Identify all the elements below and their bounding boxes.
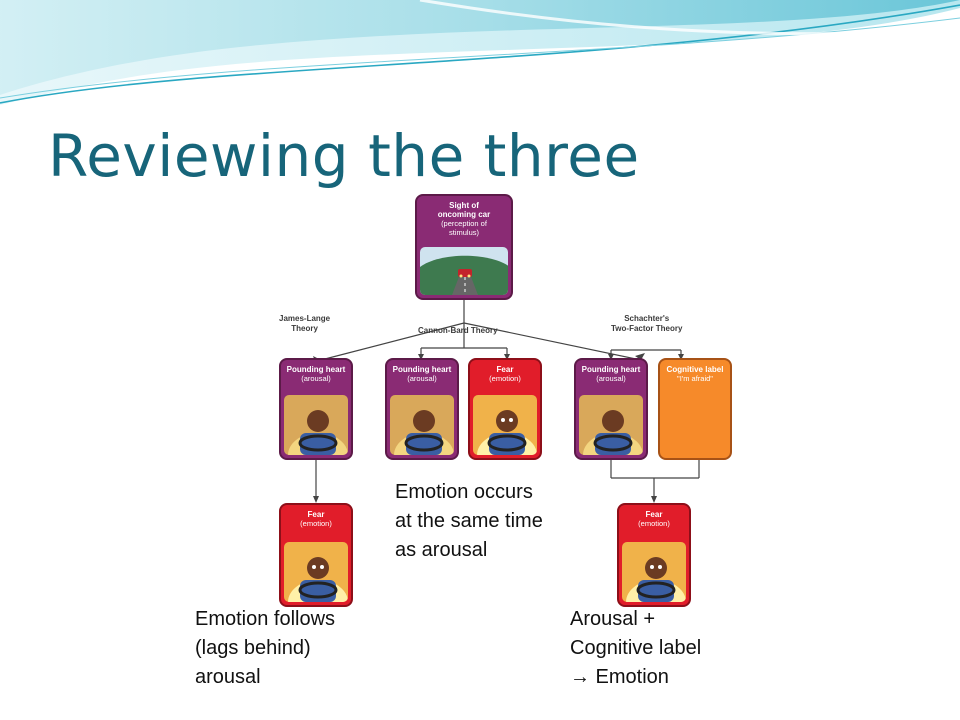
cannon-bard-arousal-card: Pounding heart (arousal) <box>385 358 459 460</box>
card-heading: Fear <box>307 510 325 519</box>
cannon-bard-fear-card: Fear (emotion) <box>468 358 542 460</box>
card-heading: Pounding heart <box>392 365 452 374</box>
james-lange-fear-card: Fear (emotion) <box>279 503 353 607</box>
card-heading: Cognitive label <box>666 365 724 374</box>
card-heading: Fear <box>496 365 514 374</box>
schachter-note: Arousal + Cognitive label → Emotion <box>570 608 702 688</box>
emotion-theories-diagram: Sight of oncoming car (perception of sti… <box>271 190 738 610</box>
card-heading: Pounding heart <box>581 365 641 374</box>
card-subtext: (arousal) <box>596 374 626 383</box>
schachter-arousal-card: Pounding heart (arousal) <box>574 358 648 460</box>
header-swoosh-decoration <box>0 0 960 105</box>
james-lange-note: Emotion follows (lags behind) arousal <box>195 608 336 688</box>
card-subtext: "I'm afraid" <box>677 374 713 383</box>
driver-illustration <box>390 395 454 455</box>
frightened-driver-illustration <box>473 395 537 455</box>
cognitive-label-card: Cognitive label "I'm afraid" <box>658 358 732 460</box>
card-subtext: (emotion) <box>638 519 670 528</box>
diagram-connectors <box>313 298 700 503</box>
driver-illustration <box>284 395 348 455</box>
stimulus-subtext: (perception of stimulus) <box>441 219 487 237</box>
card-heading: Fear <box>645 510 663 519</box>
driver-illustration <box>579 395 643 455</box>
cannon-bard-note: Emotion occurs at the same time as arous… <box>395 481 543 561</box>
stimulus-heading: Sight of oncoming car <box>437 201 491 219</box>
james-lange-label: James-Lange Theory <box>279 314 331 333</box>
frightened-driver-illustration <box>622 542 686 602</box>
slide-title: Reviewing the three <box>48 122 640 190</box>
card-heading: Pounding heart <box>286 365 346 374</box>
card-subtext: (emotion) <box>300 519 332 528</box>
oncoming-car-illustration <box>420 247 508 295</box>
card-subtext: (arousal) <box>301 374 331 383</box>
stimulus-card: Sight of oncoming car (perception of sti… <box>415 194 513 300</box>
frightened-driver-illustration <box>284 542 348 602</box>
james-lange-arousal-card: Pounding heart (arousal) <box>279 358 353 460</box>
cannon-bard-label: Cannon-Bard Theory <box>418 326 498 335</box>
card-subtext: (arousal) <box>407 374 437 383</box>
schachter-fear-card: Fear (emotion) <box>617 503 691 607</box>
schachter-label: Schachter's Two-Factor Theory <box>611 314 683 333</box>
card-subtext: (emotion) <box>489 374 521 383</box>
